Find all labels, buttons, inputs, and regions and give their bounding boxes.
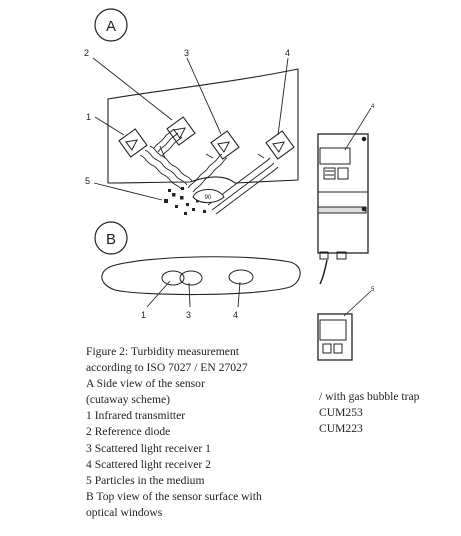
side-text-line: / with gas bubble trap [319,390,420,403]
callout-b-4: 4 [233,310,238,320]
panel-a: A [84,8,299,215]
caption-line: B Top view of the sensor surface with [86,489,262,503]
optical-window-4 [228,269,254,285]
optical-window-3 [179,270,203,286]
device-callout-5-leader [343,290,372,317]
panel-b-label: B [106,231,116,248]
device-drawing-top [317,133,369,285]
callout-leaders-a [92,57,289,201]
callout-3: 3 [184,48,189,58]
caption-line: (cutaway scheme) [86,393,171,407]
side-text: / with gas bubble trap CUM253 CUM223 [319,389,419,437]
caption-line: 1 Infrared transmitter [86,409,186,423]
sensor-housing-outline [107,68,299,184]
caption-line: 2 Reference diode [86,425,171,439]
callout-b-1: 1 [141,310,146,320]
callout-leaders-b [146,280,241,308]
figure-caption: Figure 2: Turbidity measurement accordin… [86,344,316,521]
callout-b-3: 3 [186,310,191,320]
side-text-line: CUM253 [319,406,363,419]
optical-window-1 [161,270,185,286]
device-drawing-bottom [317,313,353,361]
panel-a-badge [94,8,128,42]
infrared-transmitter [118,128,148,158]
sensor-surface-outline [101,256,301,296]
panel-b: B 1 3 4 [94,221,301,320]
callout-2: 2 [84,48,89,58]
angle-label: 90 [205,195,212,201]
callout-5: 5 [85,176,90,186]
panel-a-label: A [106,18,116,35]
callout-1: 1 [86,112,91,122]
measuring-zone [192,189,225,204]
light-beams [139,128,279,215]
caption-line: according to ISO 7027 / EN 27027 [86,361,248,375]
scattered-light-receiver-1 [210,130,240,160]
callout-4: 4 [285,48,290,58]
caption-line: Figure 2: Turbidity measurement [86,345,239,358]
caption-line: A Side view of the sensor [86,377,205,391]
device-callout-5: 5 [371,287,375,293]
scattered-light-receiver-2 [265,130,295,160]
caption-line: 4 Scattered light receiver 2 [86,457,211,471]
panel-b-badge [94,221,128,255]
device-callout-4-leader [344,107,372,151]
caption-line: 3 Scattered light receiver 1 [86,441,211,455]
side-text-line: CUM223 [319,422,363,435]
device-callout-4: 4 [371,104,375,110]
particles [164,187,206,215]
caption-line: 5 Particles in the medium [86,473,205,487]
caption-line: optical windows [86,505,163,519]
